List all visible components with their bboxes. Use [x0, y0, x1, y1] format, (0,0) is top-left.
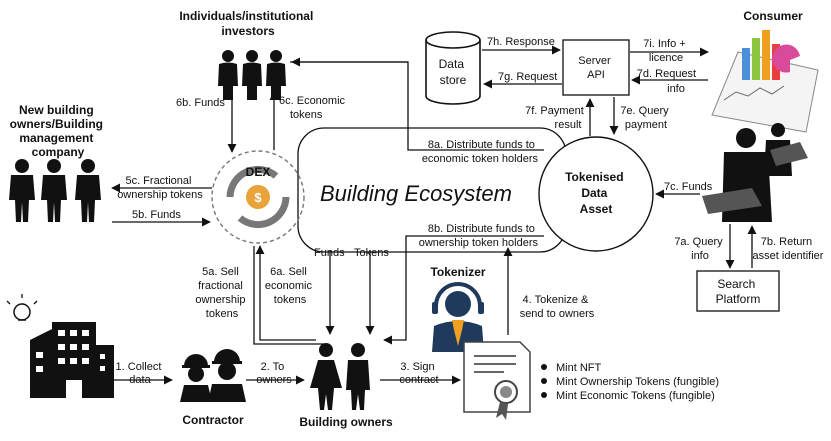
flow-labels: 1. Collect data 2. To owners 3. Sign con… — [116, 36, 824, 386]
label-tokens: Tokens — [354, 247, 389, 259]
flow-arrows — [110, 45, 757, 385]
data-store-node: Data store — [425, 31, 481, 105]
arrow-8b — [383, 235, 544, 345]
tokenizer-label: Tokenizer — [430, 265, 485, 279]
consumer-person-icon — [702, 123, 808, 222]
label-5a: 5a. Sell fractional ownership tokens — [195, 266, 248, 320]
owners-company-icon — [9, 159, 101, 222]
contractor-icon — [180, 349, 246, 402]
owners-company-line1: New building — [19, 103, 94, 117]
label-2: 2. To owners — [256, 361, 292, 386]
label-7i: 7i. Info + licence — [643, 38, 689, 64]
dex-node: $ DEX — [211, 150, 305, 244]
dex-arrow-top — [226, 165, 279, 198]
label-7g: 7g. Request — [498, 71, 557, 83]
label-7e: 7e. Query payment — [620, 105, 671, 131]
tokenised-asset-node: Tokenised Data Asset — [538, 136, 654, 252]
label-7b: 7b. Return asset identifier — [753, 236, 824, 262]
label-8a: 8a. Distribute funds to economic token h… — [422, 139, 539, 165]
consumer-label: Consumer — [743, 9, 803, 23]
label-6c: 6c. Economic tokens — [279, 95, 348, 121]
label-5b: 5b. Funds — [132, 209, 181, 221]
arrow-5a — [255, 245, 316, 341]
label-7f: 7f. Payment result — [525, 105, 587, 131]
label-3: 3. Sign contract — [399, 361, 438, 386]
owners-company-line4: company — [32, 145, 85, 159]
label-7h: 7h. Response — [487, 36, 555, 48]
server-api-label: Server API — [578, 55, 613, 81]
owners-company-line2: owners/Building — [10, 117, 103, 131]
mint-item-economic: Mint Economic Tokens (fungible) — [556, 390, 715, 402]
label-4: 4. Tokenize & send to owners — [520, 294, 595, 320]
label-8b: 8b. Distribute funds to ownership token … — [419, 223, 539, 249]
label-5c: 5c. Fractional ownership tokens — [117, 175, 203, 201]
investors-label: Individuals/institutional investors — [179, 9, 316, 38]
investors-label-line2: investors — [221, 24, 275, 38]
data-store-label: Data store — [439, 57, 468, 87]
label-6a: 6a. Sell economic tokens — [265, 266, 315, 306]
search-platform-node: Search Platform — [696, 270, 780, 312]
label-6b: 6b. Funds — [176, 97, 225, 109]
dex-boundary — [211, 150, 305, 244]
dex-arrow-bottom — [237, 196, 290, 229]
tokenised-asset-label: Tokenised Data Asset — [565, 170, 627, 216]
label-7a: 7a. Query info — [674, 236, 725, 262]
label-funds: Funds — [314, 247, 345, 259]
building-icon — [6, 294, 114, 398]
label-7d: 7d. Request info — [637, 68, 699, 95]
investors-label-line1: Individuals/institutional — [179, 9, 313, 23]
building-owners-label: Building owners — [299, 415, 393, 429]
contract-certificate-icon — [463, 341, 531, 420]
arrow-6a — [253, 246, 324, 345]
owners-company-line3: management — [19, 131, 93, 145]
dollar-coin-icon — [246, 185, 270, 209]
label-1: 1. Collect data — [116, 361, 165, 386]
mint-item-ownership: Mint Ownership Tokens (fungible) — [556, 376, 719, 388]
investors-icon — [218, 50, 286, 100]
ecosystem-label: Building Ecosystem — [320, 181, 512, 206]
dollar-sign: $ — [254, 190, 262, 205]
search-platform-label: Search Platform — [716, 277, 761, 306]
owners-company-label: New building owners/Building management … — [10, 103, 107, 159]
label-7c: 7c. Funds — [664, 181, 713, 193]
server-api-node: Server API — [562, 39, 630, 96]
building-owners-icon — [310, 343, 370, 410]
contractor-label: Contractor — [182, 413, 244, 427]
mint-item-nft: Mint NFT — [556, 362, 602, 374]
mint-list: Mint NFT Mint Ownership Tokens (fungible… — [541, 362, 719, 402]
consumer-chart-icon — [711, 30, 819, 133]
dex-label: DEX — [246, 165, 271, 179]
